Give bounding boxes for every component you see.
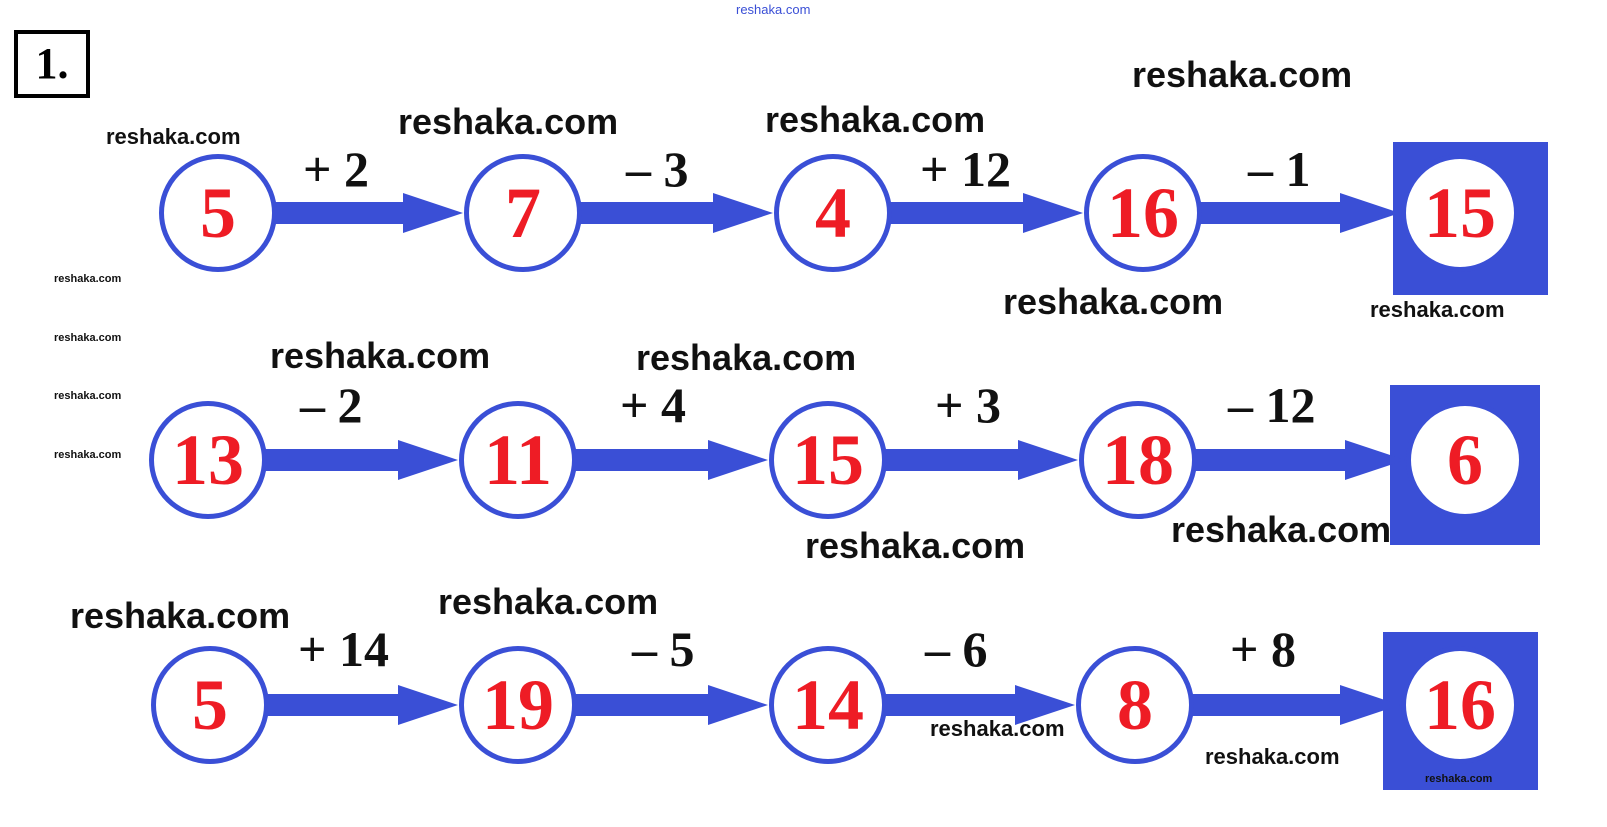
watermark-text: reshaka.com [54, 332, 122, 344]
result-circle: 15 [1401, 154, 1519, 272]
watermark-text: reshaka.com [930, 716, 1065, 741]
arrow-head-icon [1340, 193, 1400, 233]
operation-label: – 6 [925, 621, 988, 677]
number-circle: 15 [769, 401, 887, 519]
arrow-shaft [576, 449, 720, 471]
watermark-text: reshaka.com [1171, 509, 1392, 550]
number-circle: 4 [774, 154, 892, 272]
arrow-head-icon [708, 685, 768, 725]
watermark-text: reshaka.com [765, 99, 986, 140]
operation-label: – 1 [1248, 141, 1311, 197]
watermark-text: reshaka.com [270, 335, 491, 376]
header-watermark: reshaka.com [736, 2, 811, 17]
arrow-shaft [1196, 449, 1357, 471]
watermark-text: reshaka.com [636, 337, 857, 378]
operation-label: + 3 [935, 377, 1001, 433]
watermark-text: reshaka.com [54, 449, 122, 461]
operation-label: – 3 [626, 141, 689, 197]
watermark-text: reshaka.com [106, 124, 241, 149]
watermark-text: reshaka.com [398, 101, 619, 142]
operation-label: – 2 [300, 377, 363, 433]
operation-label: – 5 [632, 621, 695, 677]
task-number: 1. [14, 30, 90, 98]
watermark-text: reshaka.com [54, 273, 122, 285]
number-circle: 11 [459, 401, 577, 519]
arrow-head-icon [403, 193, 463, 233]
arrow-head-icon [708, 440, 768, 480]
watermark-text: reshaka.com [1370, 297, 1505, 322]
arrow-head-icon [398, 440, 458, 480]
watermark-text: reshaka.com [438, 581, 659, 622]
watermark-text: reshaka.com [70, 595, 291, 636]
operation-label: + 2 [303, 141, 369, 197]
watermark-text: reshaka.com [1132, 54, 1353, 95]
arrow-head-icon [1345, 440, 1405, 480]
number-circle: 5 [151, 646, 269, 764]
operation-label: – 12 [1228, 377, 1316, 433]
result-circle: 16 [1401, 646, 1519, 764]
arrow-shaft [576, 694, 720, 716]
number-circle: 13 [149, 401, 267, 519]
arrow-shaft [268, 694, 410, 716]
arrow-head-icon [398, 685, 458, 725]
watermark-text: reshaka.com [1205, 744, 1340, 769]
arrow-head-icon [1018, 440, 1078, 480]
watermark-text: reshaka.com [1003, 281, 1224, 322]
number-circle: 19 [459, 646, 577, 764]
number-circle: 8 [1076, 646, 1194, 764]
operation-label: + 4 [620, 377, 686, 433]
arrow-shaft [891, 202, 1035, 224]
arrow-shaft [1201, 202, 1352, 224]
watermark-text: reshaka.com [805, 525, 1026, 566]
arrow-head-icon [1023, 193, 1083, 233]
arrow-head-icon [1015, 685, 1075, 725]
arrow-shaft [276, 202, 415, 224]
number-circle: 14 [769, 646, 887, 764]
arrow-shaft [266, 449, 410, 471]
arrow-shaft [581, 202, 725, 224]
number-circle: 5 [159, 154, 277, 272]
arrow-head-icon [713, 193, 773, 233]
arrow-shaft [886, 694, 1027, 716]
arrow-head-icon [1340, 685, 1400, 725]
result-circle: 6 [1406, 401, 1524, 519]
number-circle: 18 [1079, 401, 1197, 519]
operation-label: + 8 [1230, 621, 1296, 677]
number-circle: 7 [464, 154, 582, 272]
watermark-text: reshaka.com [54, 390, 122, 402]
arrow-shaft [886, 449, 1030, 471]
arrow-shaft [1193, 694, 1352, 716]
number-circle: 16 [1084, 154, 1202, 272]
watermark-text: reshaka.com [1425, 773, 1493, 785]
operation-label: + 14 [298, 621, 389, 677]
operation-label: + 12 [920, 141, 1011, 197]
